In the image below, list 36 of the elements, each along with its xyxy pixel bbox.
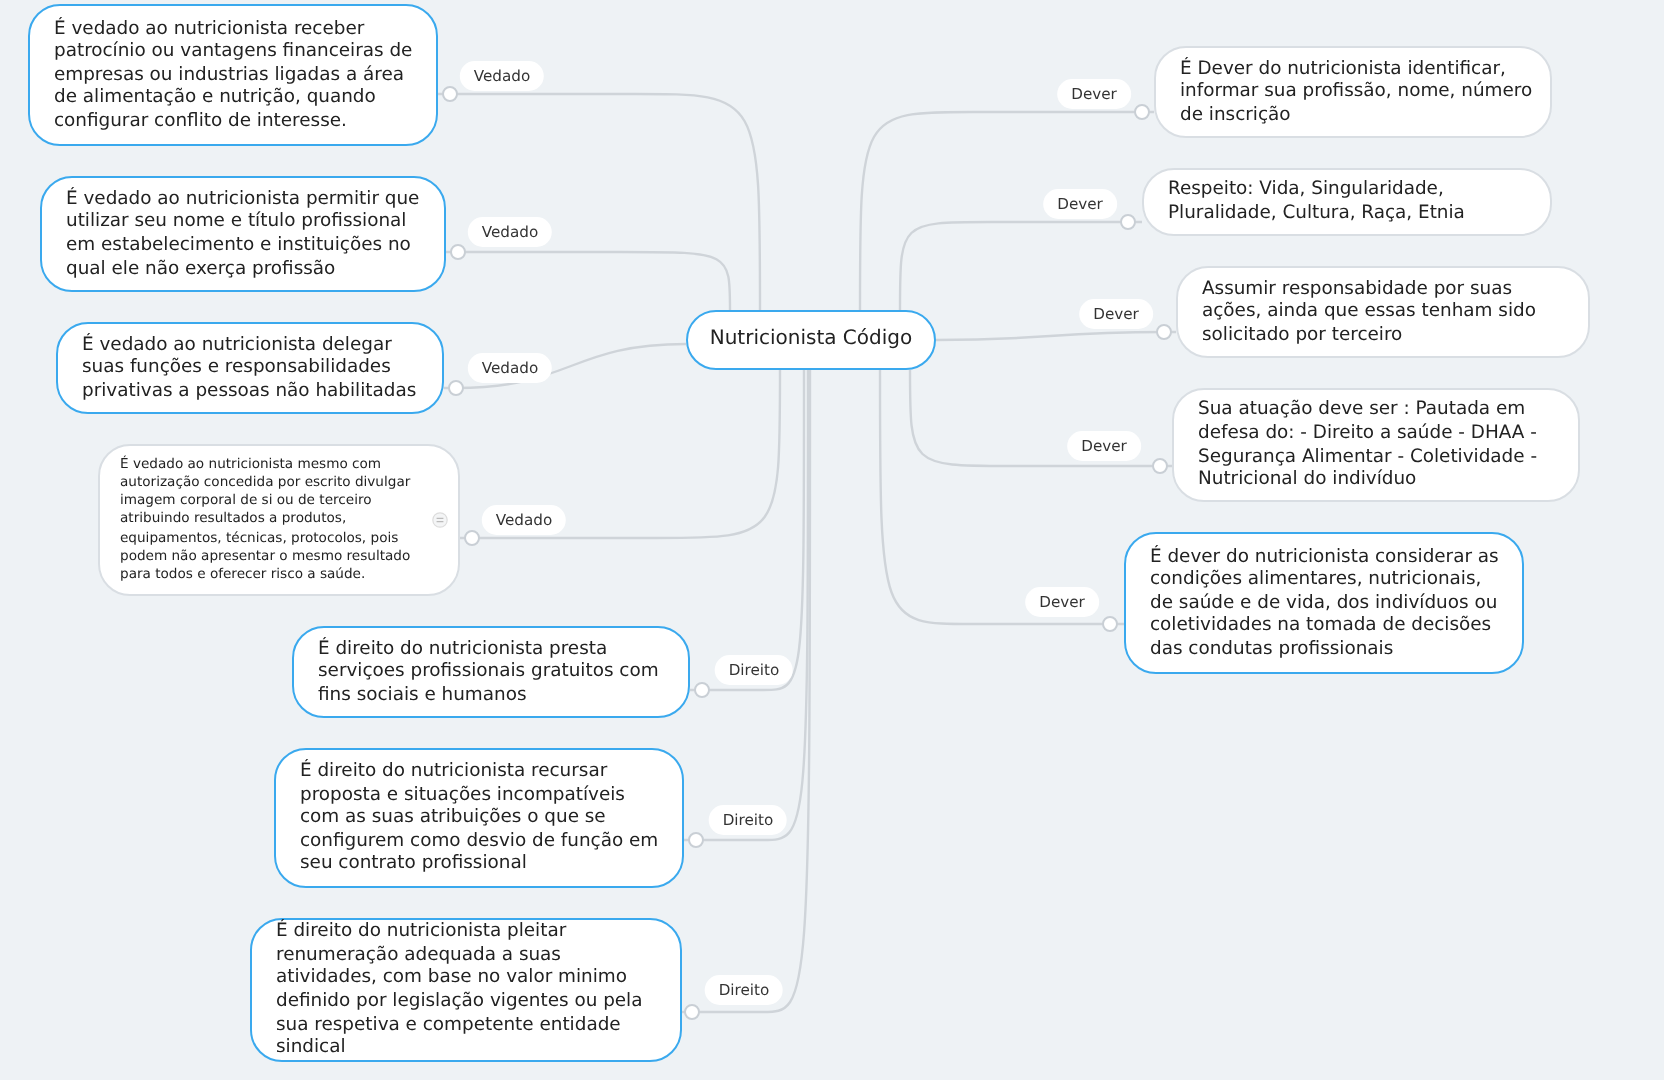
branch-line <box>460 370 782 540</box>
topic-box <box>1154 46 1552 138</box>
topic-box <box>98 444 460 596</box>
branch-line <box>682 370 812 1014</box>
topic-text: É direito do nutricionista presta serviçoes profissionais gratuitos com fins sociais e humanos <box>318 637 661 707</box>
topic-text: Respeito: Vida, Singularidade, Pluralidade, Cultura, Raça, Etnia <box>1168 178 1467 226</box>
central-topic-box <box>686 310 936 370</box>
topic-box <box>28 4 438 146</box>
branch-line <box>858 110 1154 310</box>
topic-text: É vedado ao nutricionista receber patrocínio ou vantagens financeiras de empresas ou industrias ligadas a área de alimentação e nutrição, quando configurar conflito de interesse. <box>54 17 415 133</box>
topic-box <box>1176 266 1590 358</box>
branch-line <box>684 370 810 842</box>
topic-text: Nutricionista Código <box>709 328 913 352</box>
branch-line <box>878 370 1124 626</box>
topic-text: Sua atuação deve ser : Pautada em defesa do: - Direito a saúde - DHAA - Segurança Alimentar - Coletividade - Nutricional do indivíduo <box>1198 398 1540 492</box>
branch-line <box>936 330 1176 342</box>
topic-text: Assumir responsabidade por suas ações, ainda que essas tenham sido solicitado por terceiro <box>1202 277 1538 347</box>
branch-line <box>446 250 732 310</box>
topic-text: É direito do nutricionista recursar proposta e situações incompatíveis com as suas atribuições o que se configurem como desvio de função em seu contrato profissional <box>300 760 661 876</box>
topic-box <box>56 322 444 414</box>
topic-text: É vedado ao nutricionista permitir que utilizar seu nome e título profissional em estabelecimento e instituições no qual ele não exerça profissão <box>66 187 422 281</box>
branch-line <box>690 370 806 692</box>
topic-box <box>40 176 446 292</box>
topic-text: É Dever do nutricionista identificar, informar sua profissão, nome, número de inscrição <box>1180 57 1534 127</box>
topic-box <box>292 626 690 718</box>
topic-text: É vedado ao nutricionista delegar suas funções e responsabilidades privativas a pessoas não habilitadas <box>82 333 419 403</box>
topic-text: É direito do nutricionista pleitar renumeração adequada a suas atividades, com base no valor minimo definido por legislação vigentes ou pela sua respetiva e competente entidade sindical <box>276 920 645 1060</box>
topic-box <box>1142 168 1552 236</box>
branch-line <box>898 220 1142 310</box>
branch-line <box>438 92 762 310</box>
topic-box <box>250 918 682 1062</box>
topic-box <box>274 748 684 888</box>
topic-box <box>1172 388 1580 502</box>
branch-line <box>908 370 1172 468</box>
topic-box <box>1124 532 1524 674</box>
topic-text: É dever do nutricionista considerar as condições alimentares, nutricionais, de saúde e de vida, dos indivíduos ou coletividades na tomada de decisões das condutas profissionais <box>1150 545 1501 661</box>
